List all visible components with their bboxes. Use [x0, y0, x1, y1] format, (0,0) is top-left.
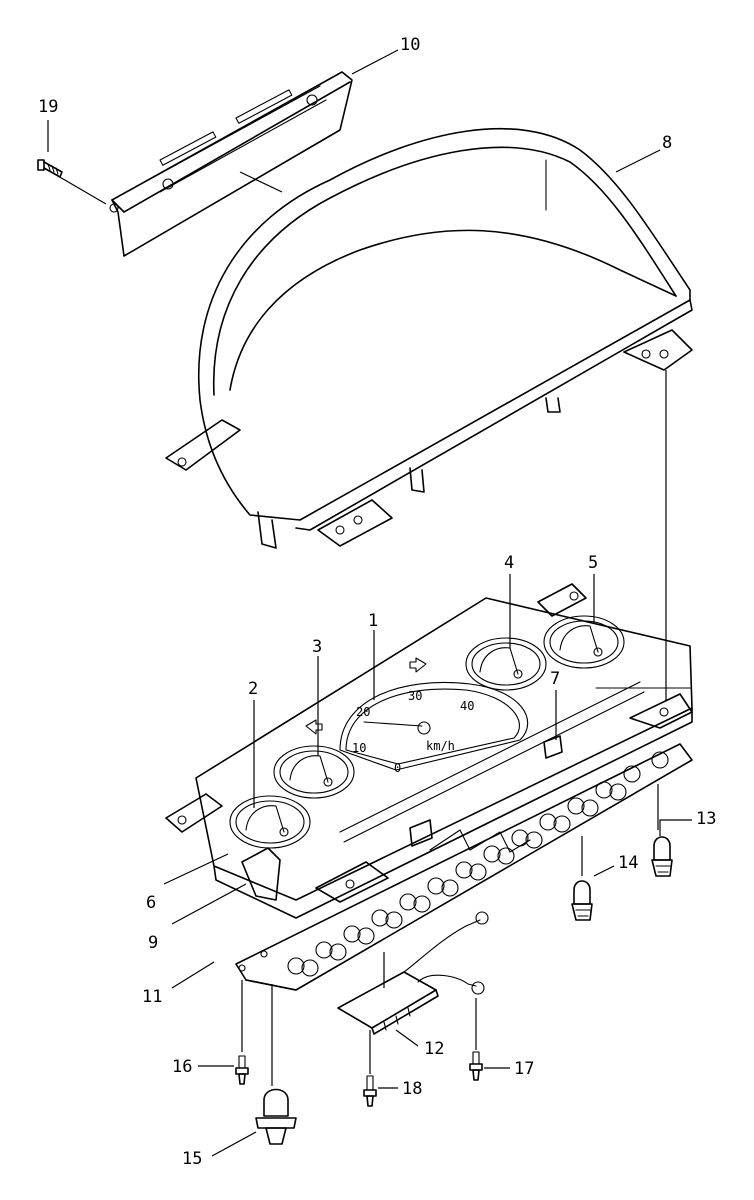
- screw-17: [469, 1051, 483, 1081]
- screw-16: [235, 1055, 249, 1085]
- gauge-2: [229, 795, 311, 849]
- callout-1: 1: [368, 611, 378, 631]
- circuit-board: [235, 743, 693, 991]
- gauge-3: [273, 745, 355, 799]
- callout-13: 13: [696, 809, 716, 829]
- callout-12: 12: [424, 1039, 444, 1059]
- bulb-13: [651, 836, 673, 877]
- cluster-hood: [165, 127, 693, 549]
- callout-19: 19: [38, 97, 58, 117]
- gauge-5: [543, 615, 625, 669]
- gauge-4: [465, 637, 547, 691]
- speed-tick-10: 10: [352, 741, 366, 755]
- arrow-icons: [305, 657, 427, 735]
- callout-11: 11: [142, 987, 162, 1007]
- callout-18: 18: [402, 1079, 422, 1099]
- callout-10: 10: [400, 35, 420, 55]
- speed-tick-30: 30: [408, 689, 422, 703]
- callout-4: 4: [504, 553, 514, 573]
- screw-18: [363, 1075, 377, 1107]
- speed-unit: km/h: [426, 739, 455, 753]
- cluster-housing: [165, 583, 693, 919]
- speed-tick-20: 20: [356, 705, 370, 719]
- callout-15: 15: [182, 1149, 202, 1169]
- speedometer: 10 20 30 40 km/h 0: [339, 681, 529, 775]
- callout-17: 17: [514, 1059, 534, 1079]
- callout-14: 14: [618, 853, 638, 873]
- trim-bracket: [109, 71, 353, 257]
- callout-9: 9: [148, 933, 158, 953]
- screw-19: [37, 159, 63, 178]
- speed-tick-40: 40: [460, 699, 474, 713]
- callout-7: 7: [550, 669, 560, 689]
- leader-lines: [47, 49, 692, 1157]
- bulb-15: [255, 1088, 297, 1145]
- board-holes: [287, 751, 669, 977]
- callout-2: 2: [248, 679, 258, 699]
- electronic-module: [337, 911, 489, 1035]
- bulb-14: [571, 880, 593, 921]
- callout-5: 5: [588, 553, 598, 573]
- callout-6: 6: [146, 893, 156, 913]
- callout-16: 16: [172, 1057, 192, 1077]
- callout-8: 8: [662, 133, 672, 153]
- callout-3: 3: [312, 637, 322, 657]
- callout-labels: 1 2 3 4 5 6 7 8 9 10 11 12 13 14 15 16 1…: [38, 35, 716, 1169]
- speed-zero: 0: [394, 761, 401, 775]
